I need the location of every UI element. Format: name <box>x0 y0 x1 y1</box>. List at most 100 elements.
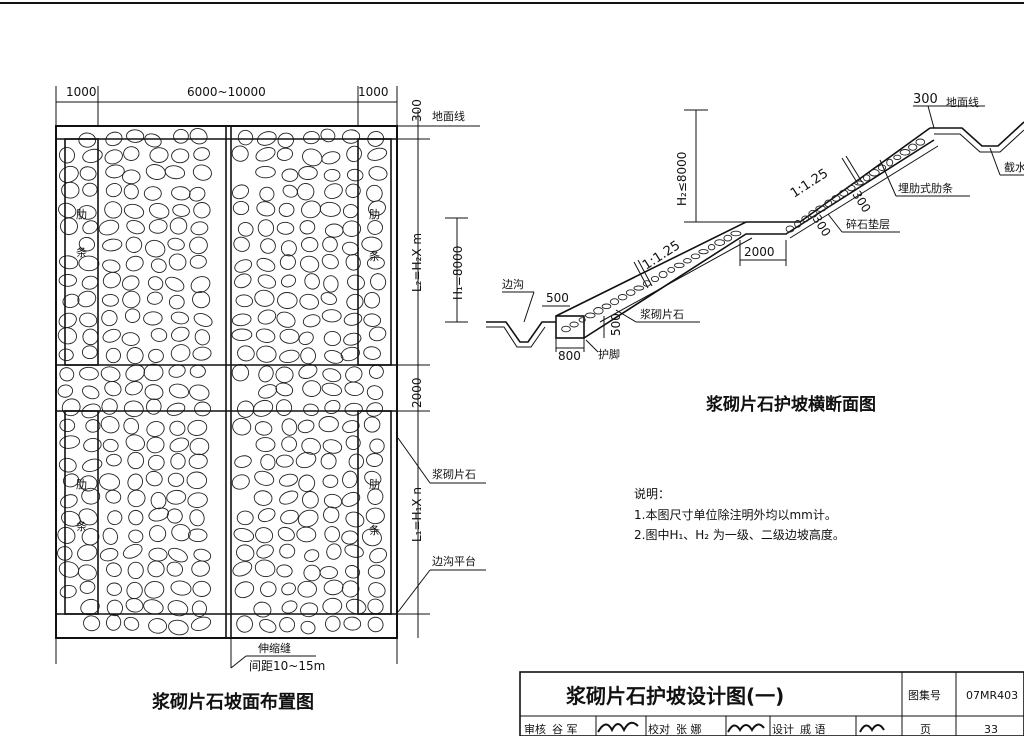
rubble-stone <box>323 275 339 293</box>
rubble-stone <box>123 183 139 200</box>
rubble-stone <box>125 255 144 272</box>
rubble-stone <box>236 544 255 562</box>
rubble-stone <box>253 490 273 506</box>
rubble-stone <box>78 205 97 220</box>
check-name: 张 娜 <box>676 722 702 736</box>
rubble-stone <box>98 473 121 491</box>
rubble-stone <box>300 620 316 635</box>
rubble-stone <box>318 416 339 433</box>
rib-label: 条 <box>369 249 380 263</box>
rubble-stone <box>57 384 74 398</box>
rubble-stone <box>126 347 144 365</box>
gravel-line <box>789 145 939 239</box>
rubble-stone <box>569 321 579 328</box>
rubble-stone <box>58 348 74 362</box>
rubble-stone <box>302 314 321 328</box>
leader-line <box>585 339 599 353</box>
rubble-stone <box>342 241 359 256</box>
rubble-stone <box>237 400 255 418</box>
rubble-stone <box>105 131 123 147</box>
rubble-stone <box>674 262 685 269</box>
rubble-stone <box>280 274 297 288</box>
rubble-stone <box>257 508 276 523</box>
rubble-stone <box>127 489 146 508</box>
rib-label: 条 <box>76 519 87 533</box>
rubble-stone <box>167 237 185 251</box>
label-cut-ditch: 截水 <box>1004 160 1024 174</box>
rubble-stone <box>260 454 276 471</box>
rubble-stone <box>106 582 122 596</box>
rubble-stone <box>260 581 277 597</box>
rubble-stone <box>235 294 254 308</box>
rubble-stone <box>125 434 146 452</box>
rubble-stone <box>801 215 810 223</box>
rubble-stone <box>126 129 145 143</box>
rib-right-lower <box>357 410 392 615</box>
rubble-stone <box>281 582 296 596</box>
dim-text: 1000 <box>66 85 97 99</box>
rubble-stone <box>82 458 103 472</box>
rubble-stone <box>324 526 340 543</box>
rubble-stone <box>276 311 296 328</box>
rubble-stone <box>363 291 381 309</box>
rubble-stone <box>100 416 120 434</box>
rubble-stone <box>192 346 212 361</box>
rubble-stone <box>342 420 360 434</box>
rubble-stone <box>279 543 296 559</box>
rubble-stone <box>298 474 316 493</box>
rubble-stone <box>304 273 320 290</box>
rubble-stone <box>847 184 856 192</box>
rubble-stone <box>143 311 163 326</box>
rubble-stone <box>364 470 382 486</box>
dim-text: 300 <box>913 92 938 107</box>
rubble-stone <box>368 200 386 216</box>
rubble-stone <box>79 580 96 594</box>
rubble-stone <box>367 147 388 161</box>
dim-text: 800 <box>558 349 581 363</box>
rubble-stone <box>192 580 211 597</box>
ground-line-top <box>930 121 1024 147</box>
rubble-stone <box>345 511 365 528</box>
rubble-stone <box>794 220 802 228</box>
rubble-stone <box>303 564 321 582</box>
rib-label: 条 <box>369 523 380 537</box>
rubble-stone <box>144 580 165 599</box>
rubble-stone <box>255 437 276 453</box>
label-expansion-joint: 伸缩缝 <box>258 641 291 655</box>
rubble-stone <box>168 253 187 271</box>
rubble-stone <box>105 183 122 198</box>
rubble-stone <box>193 548 212 562</box>
rubble-stone <box>276 147 293 161</box>
rubble-stone <box>297 580 317 598</box>
leader-line <box>827 213 843 233</box>
notes: 说明： 1.本图尺寸单位除注明外均以mm计。 2.图中H₁、H₂ 为一级、二级边… <box>634 486 845 542</box>
rubble-stone <box>232 184 249 200</box>
rubble-stone <box>723 234 733 242</box>
rubble-stone <box>148 618 168 634</box>
rubble-stone <box>276 564 293 578</box>
rubble-stone <box>815 205 827 212</box>
rubble-stone <box>148 348 164 363</box>
rubble-stone <box>192 164 212 181</box>
rubble-stone <box>260 238 276 254</box>
rubble-stone <box>168 383 190 399</box>
rubble-stone <box>187 528 208 543</box>
rubble-stone <box>102 238 123 252</box>
rubble-stone <box>279 490 299 505</box>
rubble-stone <box>368 364 384 379</box>
label-ground-line: 地面线 <box>432 109 465 123</box>
rubble-stone <box>237 222 254 237</box>
rubble-stone <box>341 530 359 545</box>
rubble-stone <box>123 203 145 219</box>
rubble-stone <box>147 560 165 578</box>
break-mark <box>633 261 649 289</box>
rubble-stone <box>150 491 167 510</box>
rubble-stone <box>254 470 275 486</box>
rubble-stone <box>854 180 864 186</box>
rubble-stone <box>59 146 75 164</box>
rubble-stone <box>78 508 98 526</box>
rubble-stone <box>231 145 249 162</box>
rubble-stone <box>59 435 80 449</box>
rubble-stone <box>81 345 98 360</box>
rubble-stone <box>366 256 385 270</box>
